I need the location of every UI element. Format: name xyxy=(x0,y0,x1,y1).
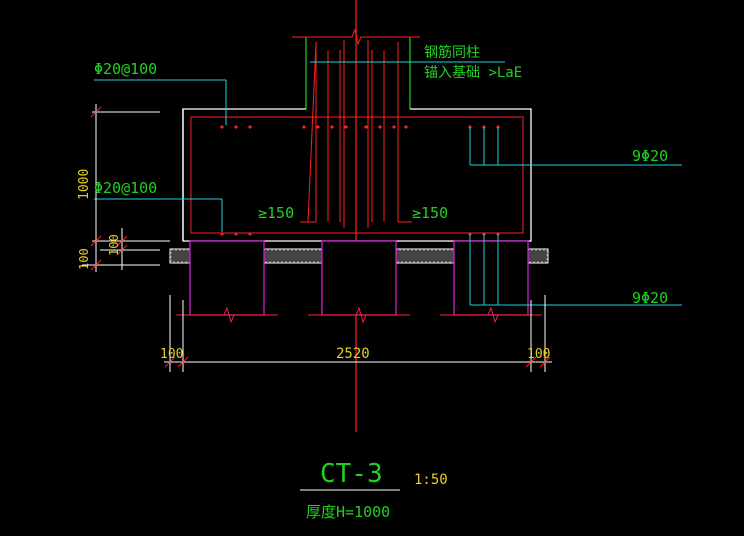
title-name: CT-3 xyxy=(320,459,383,489)
dim-height-total: 1000 xyxy=(77,169,92,200)
dim-cushion-a: 100 xyxy=(77,248,91,270)
right-rebar-lower-label: 9Φ20 xyxy=(632,289,668,307)
footing-outline xyxy=(182,108,532,242)
title-scale: 1:50 xyxy=(414,472,448,488)
right-rebar-leaders xyxy=(469,127,682,306)
left-leaders xyxy=(94,61,505,232)
left-dimensions xyxy=(82,104,170,272)
min-right-label: ≥150 xyxy=(412,204,448,222)
dim-right-edge: 100 xyxy=(527,347,550,362)
column-rebars xyxy=(300,40,412,228)
bottom-dimensions xyxy=(164,295,552,372)
pile-break-lines xyxy=(176,306,542,324)
column-note-2: 锚入基础 >LaE xyxy=(424,64,522,81)
piles xyxy=(189,240,529,316)
right-rebar-upper-label: 9Φ20 xyxy=(632,147,668,165)
column-top-break xyxy=(292,28,420,46)
footing-rebar-cage xyxy=(190,116,524,234)
dim-width: 2520 xyxy=(336,346,370,362)
dim-left-edge: 100 xyxy=(160,347,183,362)
title-thickness: 厚度H=1000 xyxy=(306,503,390,521)
left-dim-ticks xyxy=(90,106,128,271)
bottom-dim-ticks xyxy=(164,356,551,368)
dim-cushion-b: 100 xyxy=(107,234,121,256)
column-note-1: 钢筋同柱 xyxy=(424,44,480,61)
top-rebar-label: Φ20@100 xyxy=(94,60,157,78)
bottom-rebar-label: Φ20@100 xyxy=(94,179,157,197)
column-outline xyxy=(305,37,411,109)
min-left-label: ≥150 xyxy=(258,204,294,222)
